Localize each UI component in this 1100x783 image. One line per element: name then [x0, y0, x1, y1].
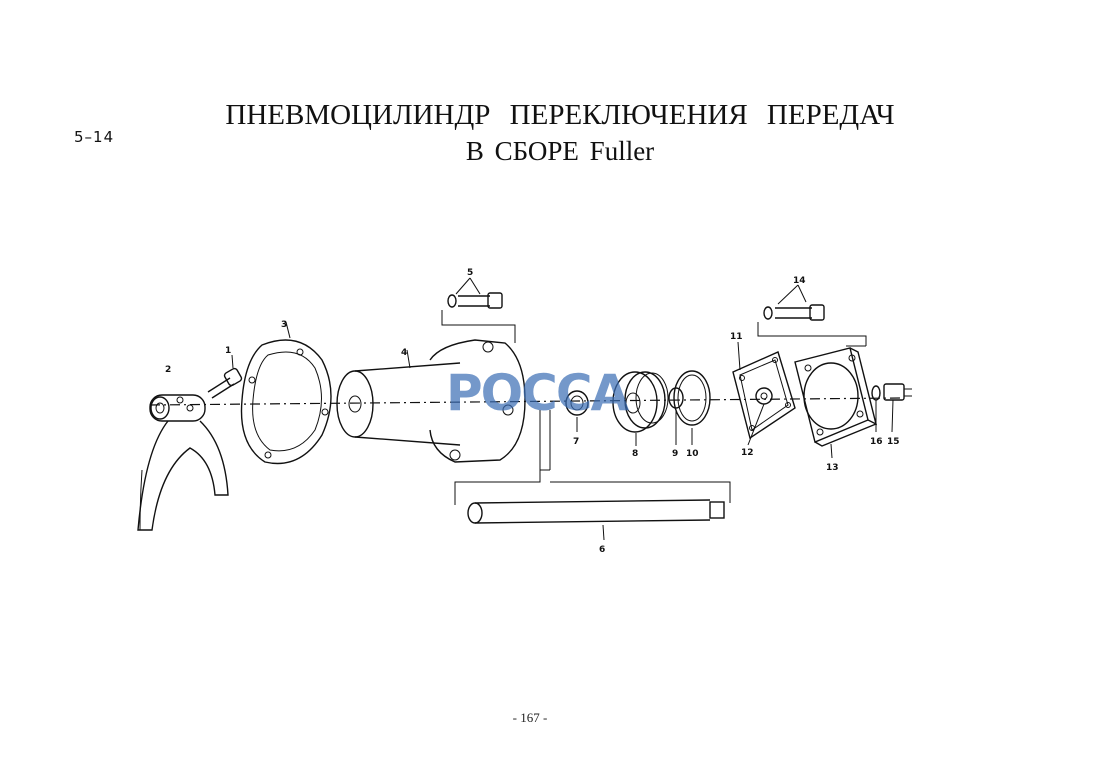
page-title-line-1: ПНЕВМОЦИЛИНДР ПЕРЕКЛЮЧЕНИЯ ПЕРЕДАЧ	[225, 99, 895, 131]
shift-fork-part	[137, 394, 229, 531]
callout-2: 2	[165, 365, 171, 375]
callout-4: 4	[401, 348, 407, 358]
callout-14: 14	[793, 276, 806, 286]
callout-7: 7	[573, 437, 579, 447]
section-code: 5–14	[74, 128, 115, 146]
o-ring-part-9	[668, 387, 684, 445]
watermark-logo: POCCA	[446, 364, 630, 422]
page-number: - 167 -	[512, 710, 548, 725]
callout-12: 12	[741, 448, 754, 458]
o-ring-part-10	[673, 370, 711, 445]
callout-11: 11	[730, 332, 743, 342]
callout-6: 6	[599, 545, 605, 555]
end-cover-part	[794, 347, 878, 459]
o-ring-part-7	[565, 390, 589, 432]
piston-part	[612, 371, 669, 446]
cylinder-housing-part	[336, 339, 526, 463]
bolt-washer-part-5	[441, 277, 516, 343]
callout-15: 15	[887, 437, 900, 447]
fitting-part	[871, 383, 912, 433]
callout-1: 1	[225, 346, 231, 356]
callout-3: 3	[281, 320, 287, 330]
callout-9: 9	[672, 449, 678, 459]
cover-gasket-part	[732, 341, 796, 446]
callout-5: 5	[467, 268, 473, 278]
bolt-part	[207, 354, 243, 399]
callout-8: 8	[632, 449, 638, 459]
callout-16: 16	[870, 437, 883, 447]
callout-13: 13	[826, 463, 839, 473]
bolt-washer-part-14	[757, 284, 867, 347]
callout-10: 10	[686, 449, 699, 459]
piston-rod-part	[454, 410, 731, 541]
page-title-line-2: В СБОРЕ Fuller	[465, 136, 655, 166]
gasket-part	[240, 321, 332, 465]
